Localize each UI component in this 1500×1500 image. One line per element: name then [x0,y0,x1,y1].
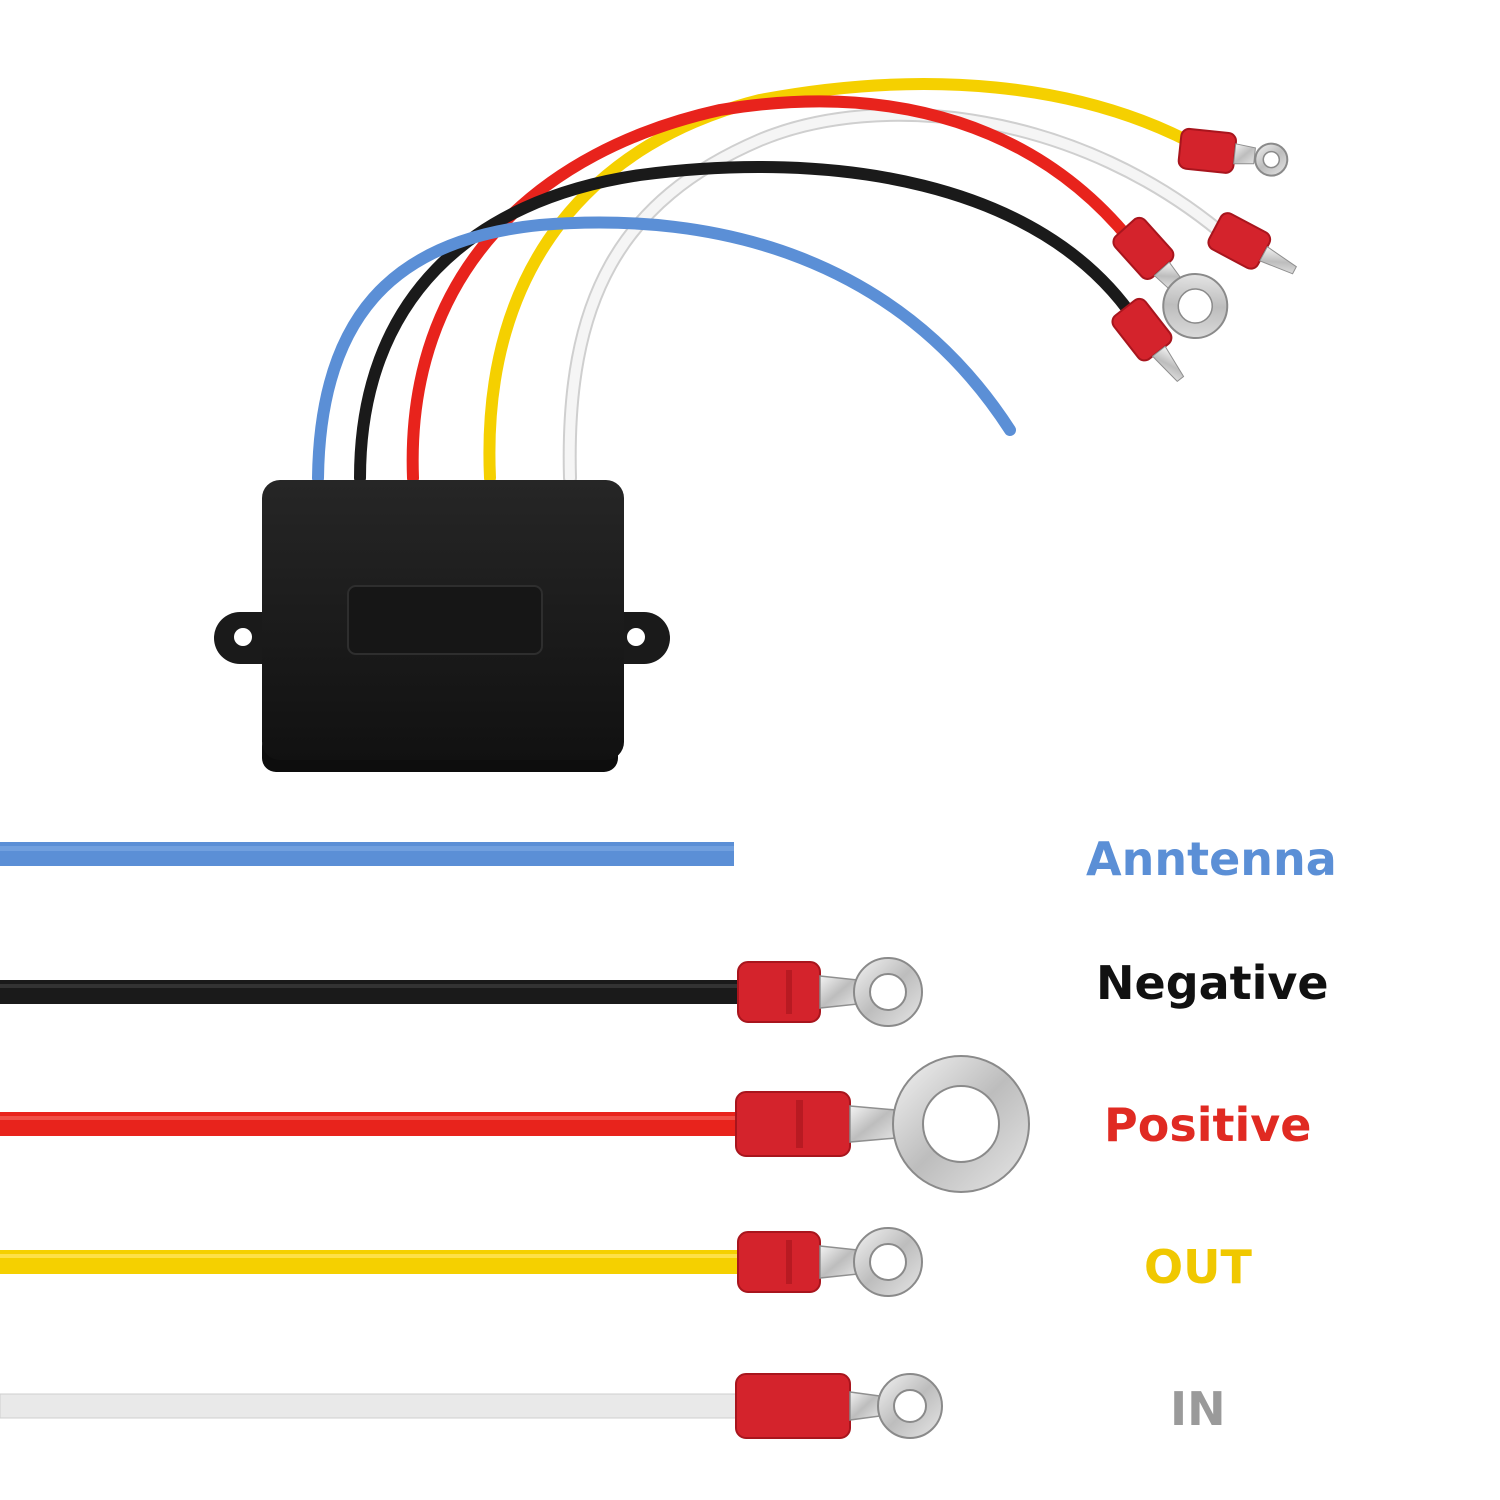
legend-wire-antenna [0,842,734,866]
terminal-white-top [1207,212,1297,275]
terminal-red-top [1112,216,1229,340]
legend-wire-in [0,1394,745,1418]
terminal-black-top [1111,297,1185,383]
wire-white-top-fill [564,109,1235,483]
legend-label-positive: Positive [1104,1098,1312,1152]
legend-label-out: OUT [1144,1240,1252,1294]
legend-wire-negative [0,980,745,1004]
wire-blue-top [312,216,1016,484]
legend-label-antenna: Anntenna [1086,832,1337,886]
wire-black-top [354,161,1141,484]
legend-wires [0,842,1030,1439]
legend-label-negative: Negative [1096,956,1329,1010]
receiver-module [214,480,670,772]
legend-terminal-positive [735,1055,1030,1193]
legend-terminal-in [735,1373,943,1439]
legend-wire-out [0,1250,745,1274]
legend-terminal-out [737,1227,923,1297]
terminal-yellow-top [1177,127,1289,177]
legend-wire-positive [0,1112,745,1136]
legend-terminal-negative [737,957,923,1027]
legend-label-in: IN [1170,1382,1226,1436]
wire-red-top [406,95,1136,484]
module-assembly [214,78,1297,772]
